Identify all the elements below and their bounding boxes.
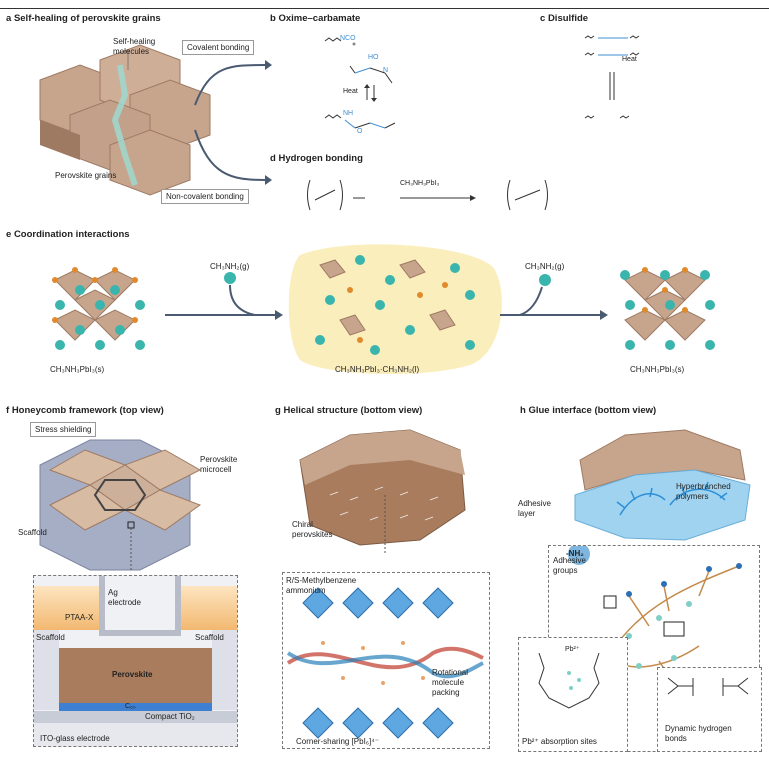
disulfide-scheme xyxy=(584,35,640,119)
panel-g-title: g Helical structure (bottom view) xyxy=(275,405,423,416)
microcell-label: Perovskite microcell xyxy=(200,455,238,474)
gas-label-1: CH₃NH₂(g) xyxy=(210,262,250,271)
adhesive-groups-label: Adhesive groups xyxy=(553,556,586,575)
chiral-perovskites-label: Chiral perovskites xyxy=(292,520,333,539)
panel-h-title: h Glue interface (bottom view) xyxy=(520,405,657,416)
perovskite-grains-cluster xyxy=(39,44,211,196)
ag-electrode xyxy=(99,576,181,636)
panel-d-title: d Hydrogen bonding xyxy=(270,153,363,164)
hydrogen-bonding-scheme xyxy=(307,179,548,211)
scaffold-left xyxy=(34,630,59,710)
ho-label: HO xyxy=(368,54,379,61)
scaffold-right xyxy=(212,630,237,710)
helical-detail-box xyxy=(282,572,490,749)
ito-layer xyxy=(34,723,237,746)
noncovalent-bonding-label: Non-covalent bonding xyxy=(161,189,249,204)
arrow-noncovalent xyxy=(194,129,266,181)
adhesive-layer-label: Adhesive layer xyxy=(518,499,551,518)
panel-a-title: a Self-healing of perovskite grains xyxy=(6,13,161,24)
covalent-bonding-label: Covalent bonding xyxy=(182,40,255,55)
heat-label-b: Heat xyxy=(343,88,358,95)
ito-label: ITO-glass electrode xyxy=(40,734,110,743)
top-rule xyxy=(0,8,769,9)
o-label: O xyxy=(357,128,363,135)
pb-sites-box xyxy=(518,637,628,752)
panel-b-title: b Oxime–carbamate xyxy=(270,13,361,24)
scaffold-right-label: Scaffold xyxy=(195,633,224,642)
stress-shielding-label: Stress shielding xyxy=(30,422,97,437)
self-healing-molecules-seam xyxy=(111,64,138,186)
rotational-packing-label: Rotational molecule packing xyxy=(432,668,469,697)
perovskite-layer xyxy=(59,648,212,703)
left-solid-label: CH₃NH₃PbI₃(s) xyxy=(50,365,105,374)
nco-label: NCO xyxy=(340,35,356,42)
reagent-label: CH₃NH₃PbI₃ xyxy=(400,180,440,187)
scaffold-label-top: Scaffold xyxy=(18,528,47,537)
scaffold-left-label: Scaffold xyxy=(36,633,65,642)
dynamic-hbond-box xyxy=(657,667,762,752)
perovskite-grains-label: Perovskite grains xyxy=(55,171,117,180)
tio2-layer xyxy=(34,711,237,723)
ptaa-label: PTAA-X xyxy=(65,613,94,622)
device-cross-section xyxy=(33,575,238,747)
hyperbranched-label: Hyperbranched polymers xyxy=(676,482,731,501)
panel-e-title: e Coordination interactions xyxy=(6,229,130,240)
tio2-label: Compact TiO₂ xyxy=(145,712,195,721)
gas-label-2: CH₃NH₂(g) xyxy=(525,262,565,271)
nh-label: NH xyxy=(343,110,354,117)
perovskite-layer-label: Perovskite xyxy=(112,670,153,679)
right-lattice xyxy=(620,267,715,350)
methylbenzene-label: R/S-Methylbenzene ammonium xyxy=(286,576,357,595)
liquid-label: CH₃NH₃PbI₃·CH₃NH₂(l) xyxy=(335,365,420,374)
heat-label-c: Heat xyxy=(622,56,637,63)
n-label: N xyxy=(383,67,389,74)
ag-electrode-label: Ag electrode xyxy=(108,588,141,607)
arrow-covalent xyxy=(194,64,266,106)
self-healing-molecules-label: Self-healing molecules xyxy=(113,37,156,56)
pb-label: Pb²⁺ xyxy=(565,646,580,653)
honeycomb-framework xyxy=(39,439,202,571)
c60-layer xyxy=(59,703,212,711)
helical-grains xyxy=(299,429,466,555)
right-solid-label: CH₃NH₃PbI₃(s) xyxy=(630,365,685,374)
dynamic-hbond-label: Dynamic hydrogen bonds xyxy=(665,724,732,743)
oxime-carbamate-scheme xyxy=(324,37,396,129)
left-lattice xyxy=(52,267,145,350)
corner-sharing-label: Corner-sharing [PbI₆]⁴⁻ xyxy=(296,737,379,746)
pb-sites-label: Pb²⁺ absorption sites xyxy=(522,737,597,746)
panel-e-graphic xyxy=(52,244,715,375)
glue-interface-grains xyxy=(574,429,751,541)
c60-label: C₆₀ xyxy=(125,703,136,710)
panel-a-graphic xyxy=(39,44,272,196)
panel-f-title: f Honeycomb framework (top view) xyxy=(6,405,164,416)
panel-c-title: c Disulfide xyxy=(540,13,589,24)
liquid-phase-contents xyxy=(315,255,475,355)
nh2-label: -NH₂ xyxy=(566,549,584,558)
